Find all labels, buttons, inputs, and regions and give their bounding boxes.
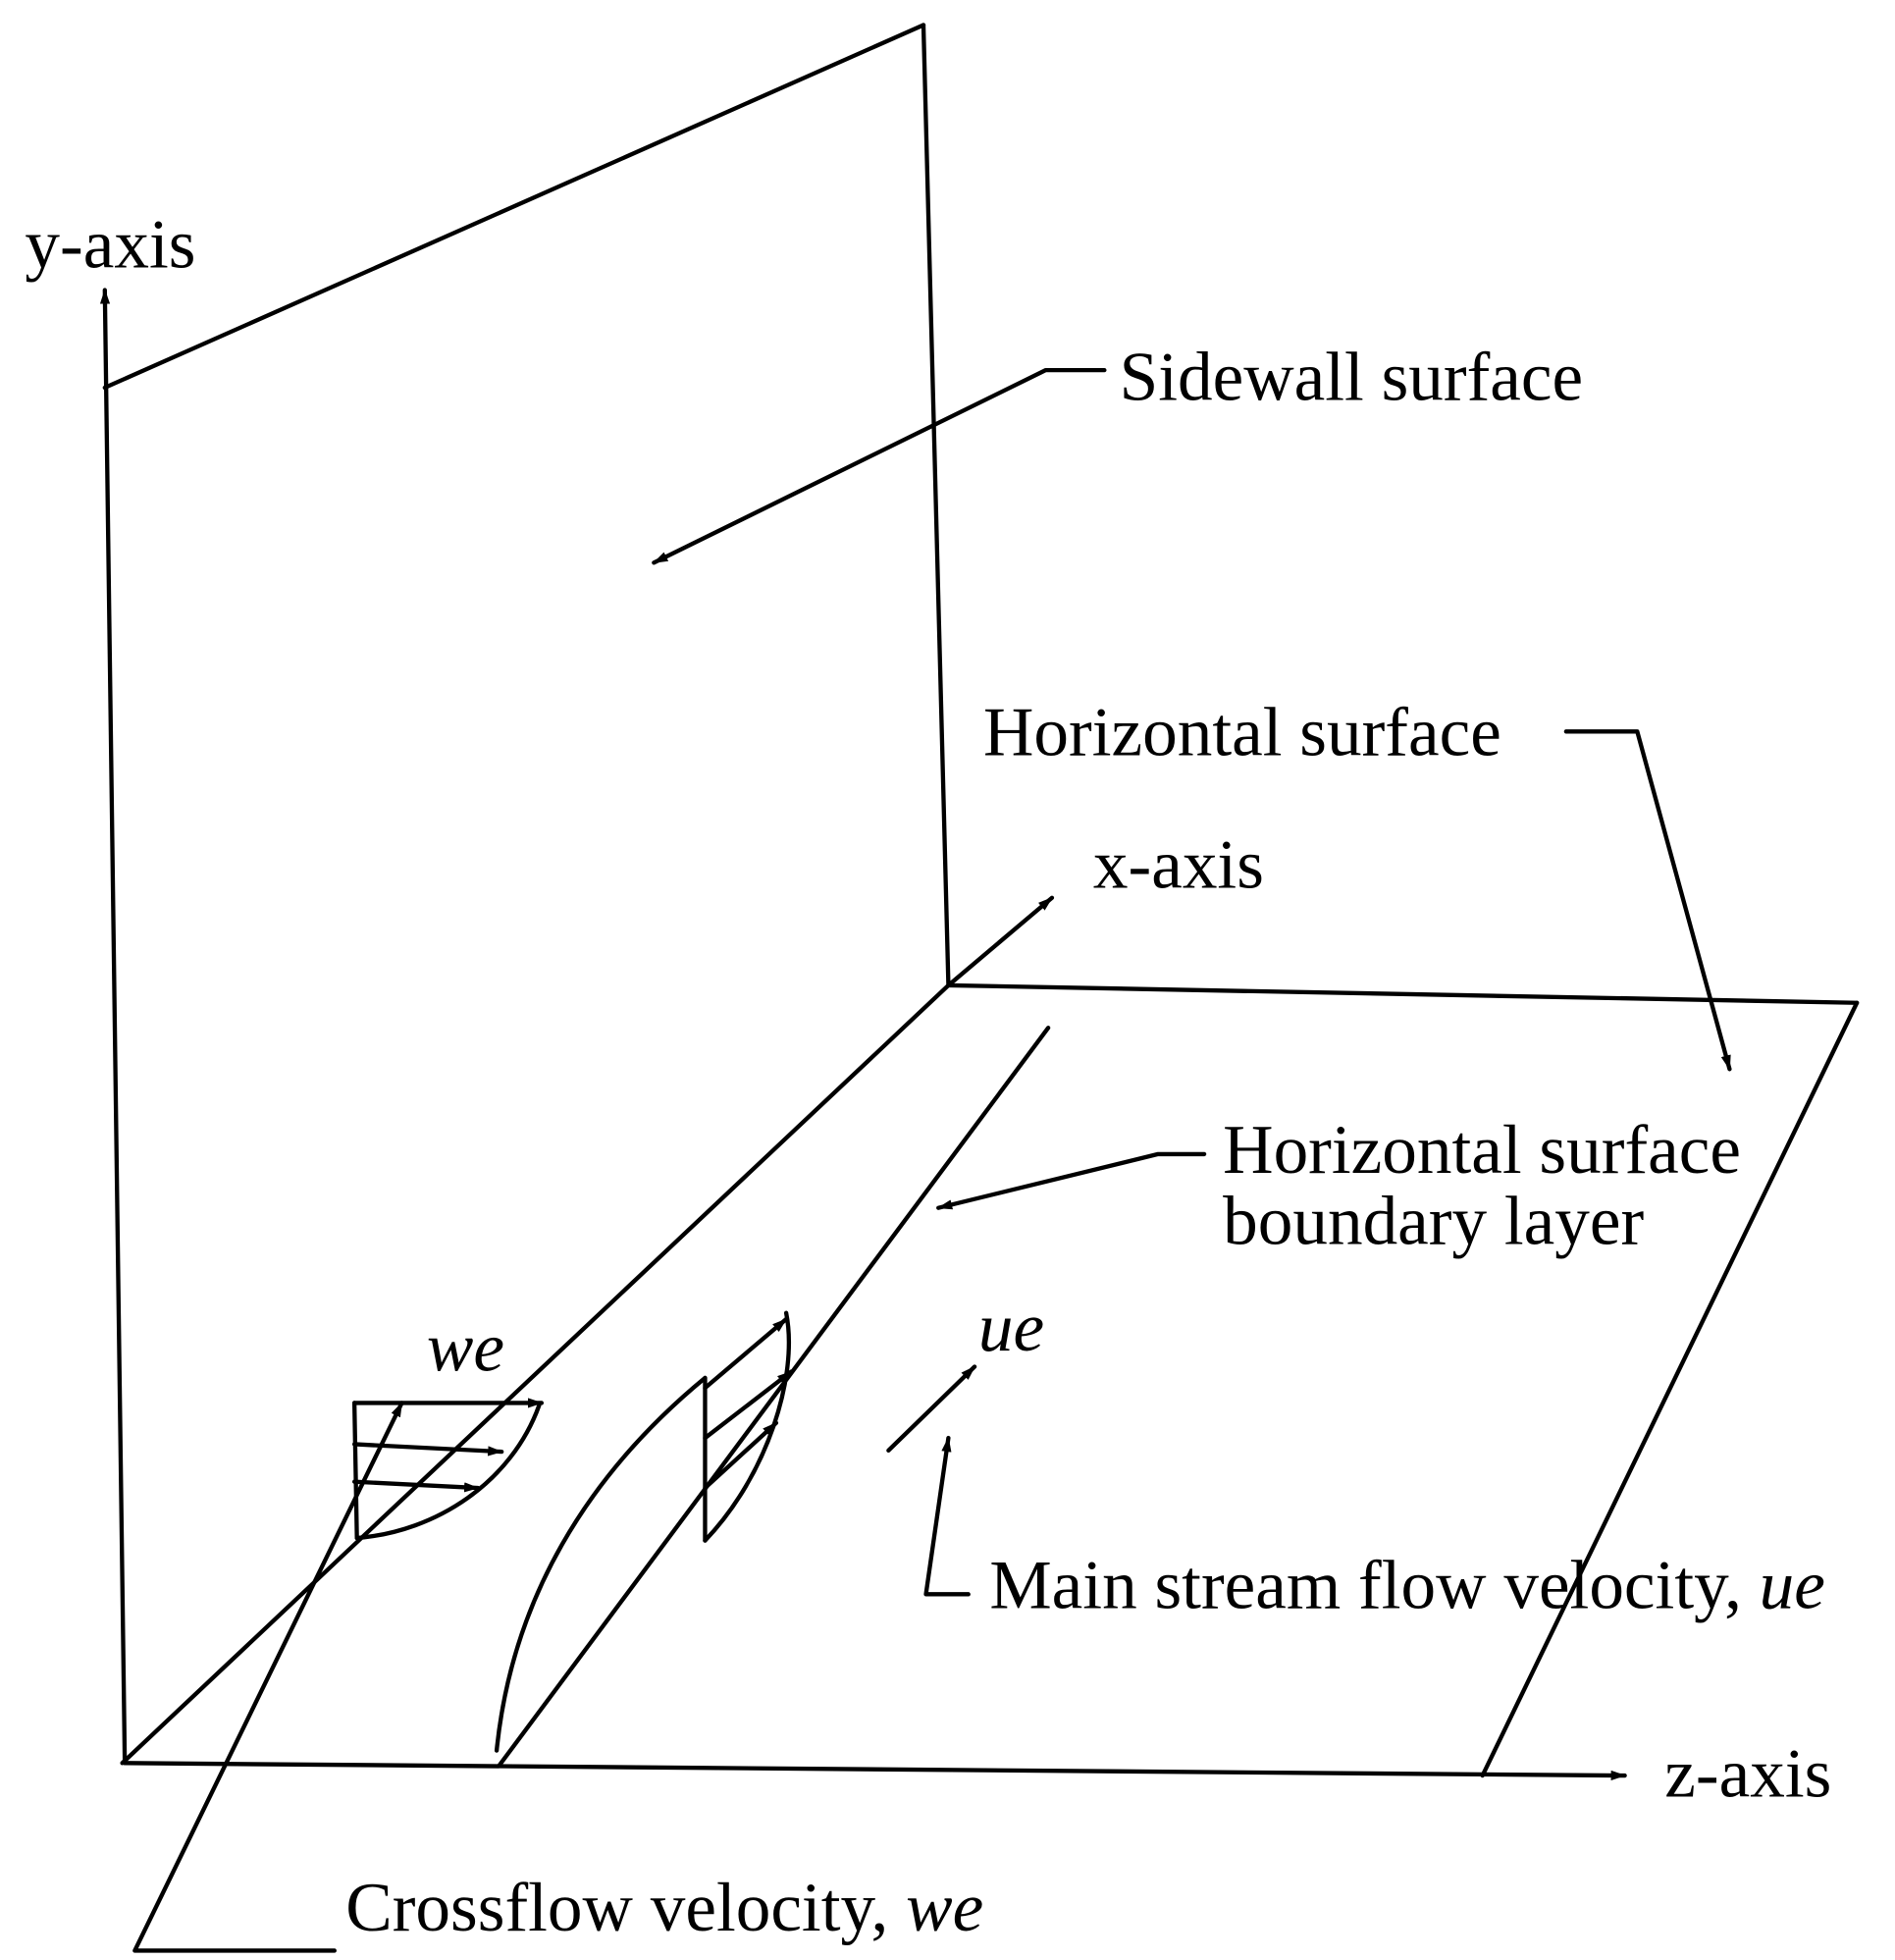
crossflow-leader (132, 1401, 404, 1953)
horizontal-surface-leader (1563, 729, 1732, 1072)
horizontal-surface-right-edge (1480, 1000, 1860, 1778)
crossflow-symbol: we (906, 1869, 983, 1946)
ue-symbol-label: ue (978, 1289, 1044, 1366)
sidewall-back-edge (921, 23, 951, 988)
boundary-layer-outer-curve (494, 1375, 708, 1753)
main-stream-symbol: ue (1760, 1546, 1825, 1623)
boundary-layer-label-line1: Horizontal surface (1223, 1111, 1741, 1189)
crossflow-baseline (351, 1401, 359, 1541)
main-stream-text: Main stream flow velocity, (989, 1546, 1759, 1623)
sidewall-leader (652, 367, 1107, 565)
z-axis-label: z-axis (1664, 1735, 1831, 1813)
y-axis-label: y-axis (25, 206, 195, 284)
crossflow-text: Crossflow velocity, (345, 1869, 906, 1946)
crossflow-label: Crossflow velocity, we (345, 1869, 983, 1946)
boundary-layer-inner-edge (497, 1026, 1051, 1769)
boundary-layer-label-line2: boundary layer (1223, 1183, 1644, 1260)
crossflow-curve (354, 1403, 542, 1541)
profile-arrow-2 (703, 1369, 794, 1441)
profile-arrow-3 (703, 1420, 779, 1491)
z-axis-line (122, 1761, 1627, 1781)
x-axis-label: x-axis (1093, 825, 1264, 903)
crossflow-arrow-bottom (351, 1479, 481, 1493)
profile-arrow-1 (703, 1316, 789, 1391)
horizontal-surface-label: Horizontal surface (983, 693, 1501, 770)
sidewall-surface-label: Sidewall surface (1120, 339, 1583, 416)
we-symbol-label: we (427, 1308, 504, 1386)
y-axis-line (99, 288, 128, 1766)
horizontal-surface-back-edge (946, 982, 1860, 1005)
sidewall-top-edge (102, 23, 926, 391)
main-stream-leader (923, 1435, 971, 1597)
x-axis-line (946, 895, 1055, 988)
main-stream-label: Main stream flow velocity, ue (989, 1546, 1825, 1623)
corner-edge (120, 982, 951, 1766)
ue-arrow (886, 1364, 977, 1454)
boundary-layer-leader (936, 1151, 1207, 1210)
